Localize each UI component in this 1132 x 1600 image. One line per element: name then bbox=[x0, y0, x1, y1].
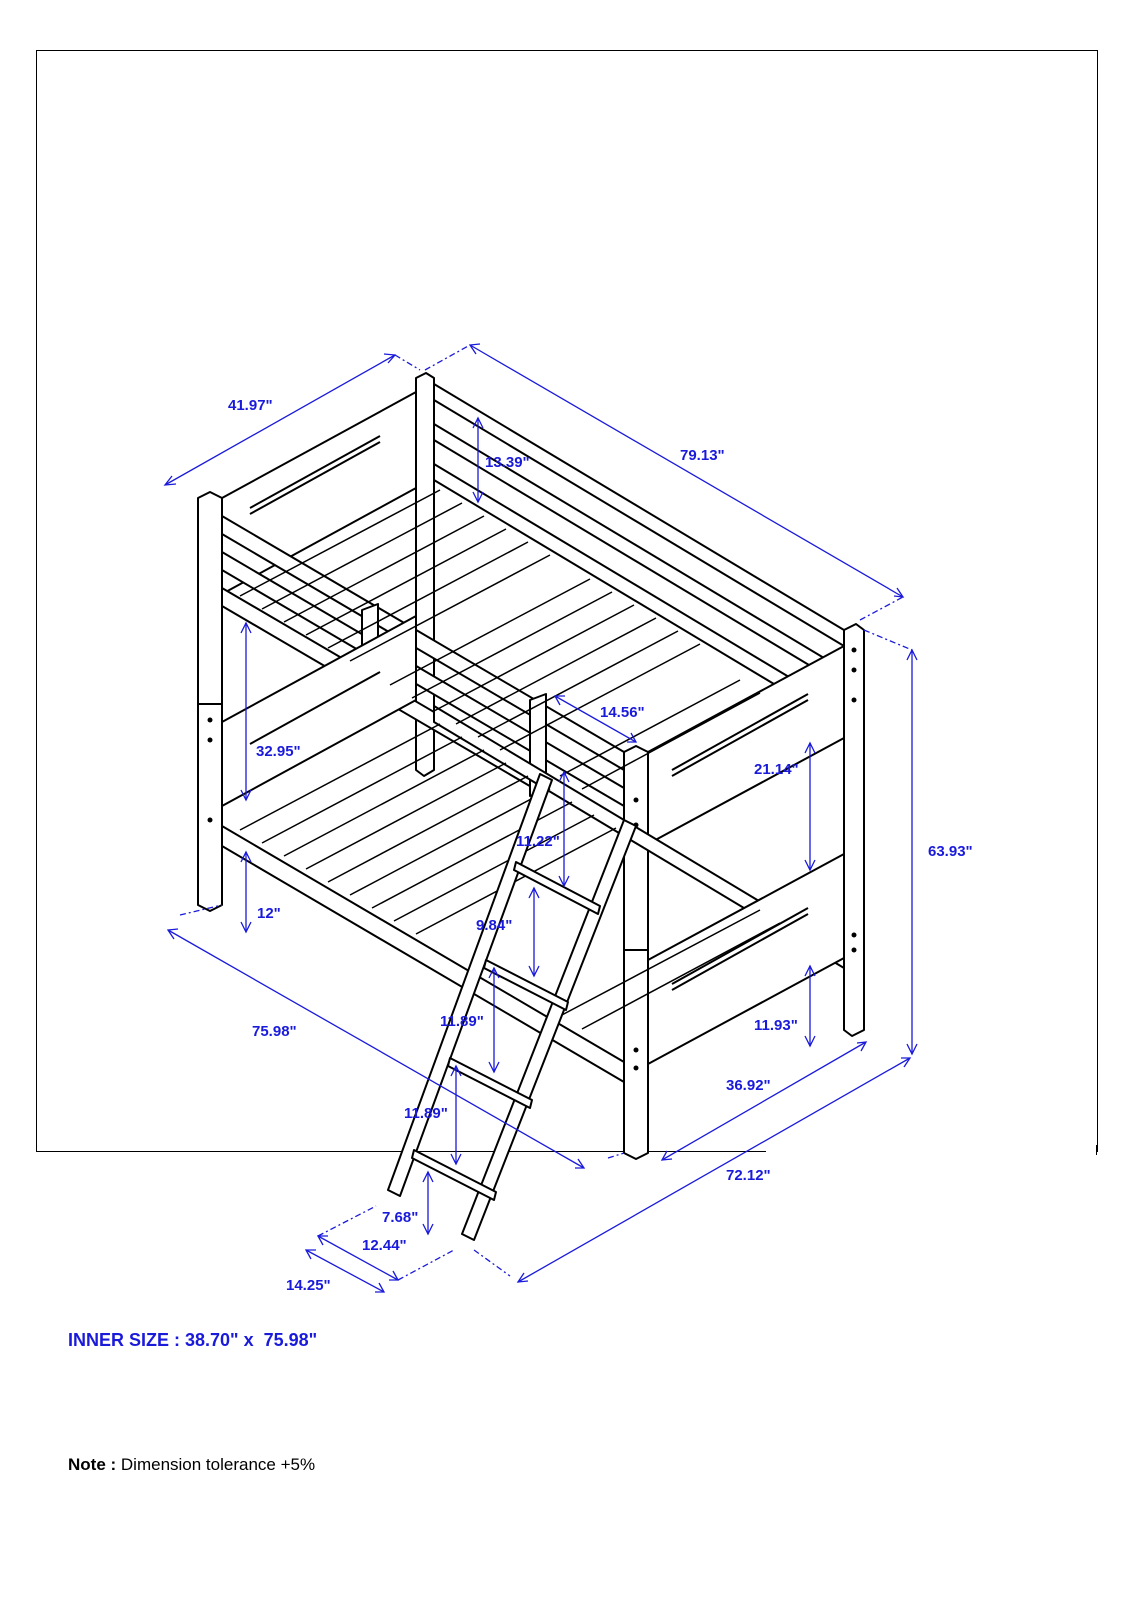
frame-bottom-line bbox=[36, 1151, 766, 1152]
top-footboard bbox=[647, 645, 845, 845]
note-label: Note : bbox=[68, 1455, 117, 1474]
ladder-rung-2 bbox=[483, 959, 569, 1011]
dim-top-width: 41.97" bbox=[228, 397, 273, 414]
dim-total-height: 63.93" bbox=[928, 843, 973, 860]
post-front-right bbox=[623, 745, 649, 1160]
dim-overall-length: 72.12" bbox=[726, 1167, 771, 1184]
bed-structure bbox=[197, 372, 865, 1160]
ladder-rung-3 bbox=[447, 1057, 533, 1109]
ladder-left-rail bbox=[387, 773, 553, 1197]
dim-guardrail-height: 13.39" bbox=[485, 454, 530, 471]
dim-ladder-inner-width: 12.44" bbox=[362, 1237, 407, 1254]
dim-top-length: 79.13" bbox=[680, 447, 725, 464]
dim-ladder-first-step: 7.68" bbox=[382, 1209, 418, 1226]
dim-under-bunk-clearance: 32.95" bbox=[256, 743, 301, 760]
dim-rung-spacing-4: 11.89" bbox=[404, 1105, 448, 1122]
dim-bottom-width: 36.92" bbox=[726, 1077, 771, 1094]
dim-footboard-panel: 21.14" bbox=[754, 761, 799, 778]
bottom-front-rail bbox=[221, 825, 625, 1083]
note: Note : Dimension tolerance +5% bbox=[68, 1455, 315, 1475]
dim-rung-spacing-top: 11.22" bbox=[516, 833, 560, 850]
drawing-frame bbox=[36, 50, 1098, 1152]
note-text: Dimension tolerance +5% bbox=[116, 1455, 316, 1474]
top-front-guardrail bbox=[221, 515, 625, 771]
post-front-left bbox=[197, 491, 223, 912]
dimension-lines bbox=[163, 343, 918, 1293]
bottom-headboard bbox=[221, 615, 417, 807]
top-headboard bbox=[221, 391, 417, 595]
dim-rung-spacing-2: 9.84" bbox=[476, 917, 512, 934]
dim-floor-clearance: 12" bbox=[257, 905, 281, 922]
top-slats bbox=[239, 489, 761, 790]
dimension-labels: 41.97" 79.13" 13.39" 14.56" 32.95" 21.14… bbox=[228, 397, 973, 1294]
ladder bbox=[387, 773, 637, 1241]
frame-corner-tick bbox=[1096, 1145, 1097, 1155]
dim-bottom-length: 75.98" bbox=[252, 1023, 297, 1040]
bottom-footboard bbox=[647, 853, 845, 1065]
inner-size-label: INNER SIZE : 38.70" x 75.98" bbox=[68, 1330, 318, 1350]
post-back-right bbox=[843, 623, 865, 1037]
dim-rung-spacing-3: 11.89" bbox=[440, 1013, 484, 1030]
dim-ladder-outer-width: 14.25" bbox=[286, 1277, 331, 1294]
ladder-rung-1 bbox=[513, 861, 601, 915]
dim-bottom-panel: 11.93" bbox=[754, 1017, 798, 1034]
ladder-rung-4 bbox=[411, 1149, 497, 1201]
dim-ladder-opening: 14.56" bbox=[600, 704, 645, 721]
